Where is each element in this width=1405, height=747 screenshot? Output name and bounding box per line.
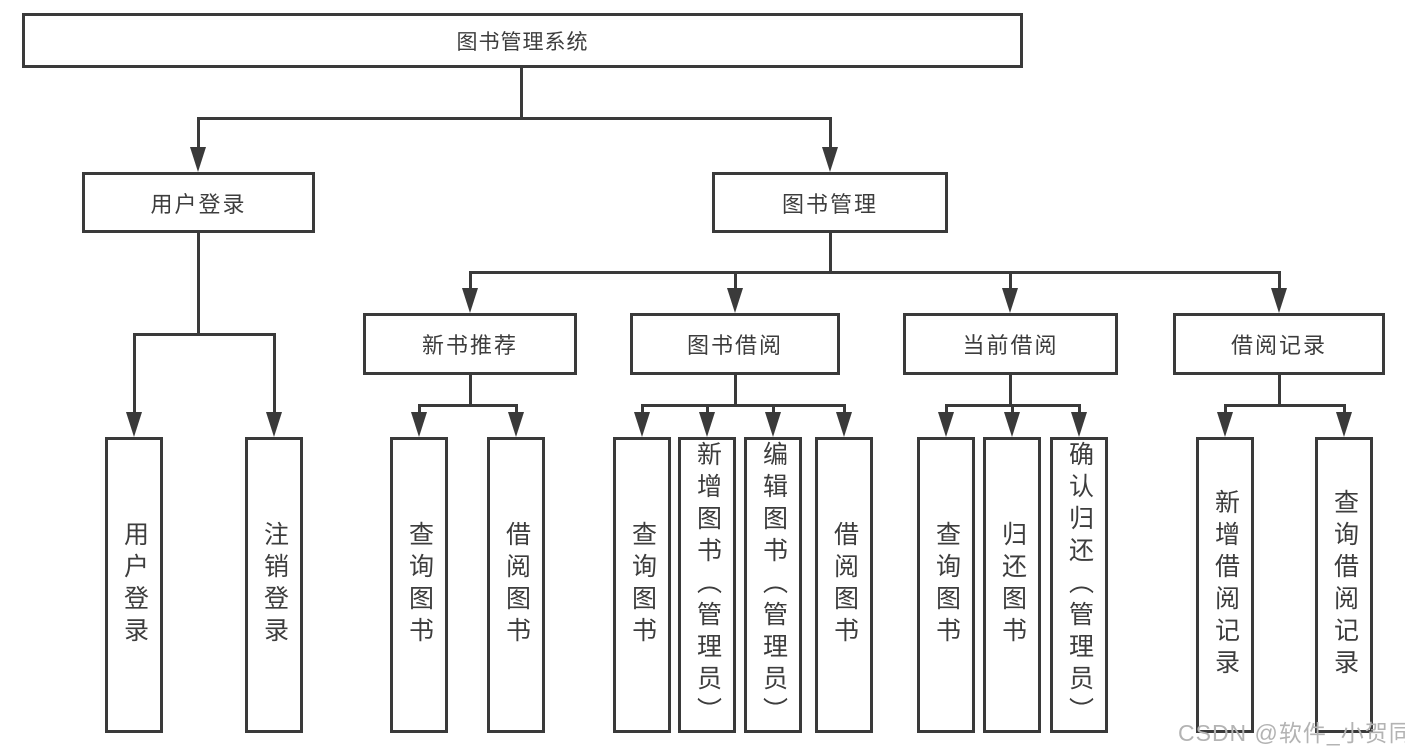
leaf-add-borrow-record: 新增借阅记录 [1196,437,1254,733]
connector-line [945,404,948,418]
arrowhead-down-icon [765,412,781,437]
arrowhead-down-icon [727,288,743,313]
leaf-query-books-current: 查询图书 [917,437,975,733]
connector-line [515,404,518,418]
leaf-query-books-borrowing: 查询图书 [613,437,671,733]
arrowhead-down-icon [411,412,427,437]
leaf-return-books: 归还图书 [983,437,1041,733]
arrowhead-down-icon [266,412,282,437]
node-book-borrowing: 图书借阅 [630,313,840,375]
connector-line [133,333,136,418]
arrowhead-down-icon [190,147,206,172]
leaf-query-books-recommend: 查询图书 [390,437,448,733]
arrowhead-down-icon [699,412,715,437]
arrowhead-down-icon [1217,412,1233,437]
node-new-book-recommendation: 新书推荐 [363,313,577,375]
connector-line [273,333,276,418]
connector-line [418,404,421,418]
connector-line [197,117,200,154]
leaf-user-login: 用户登录 [105,437,163,733]
connector-line [1011,404,1014,418]
arrowhead-down-icon [462,288,478,313]
connector-line [1343,404,1346,418]
arrowhead-down-icon [508,412,524,437]
connector-line [734,375,737,406]
connector-line [829,117,832,154]
arrowhead-down-icon [1336,412,1352,437]
leaf-confirm-return-admin: 确认归还（管理员） [1050,437,1108,733]
connector-line [1009,375,1012,406]
connector-line [469,375,472,406]
connector-line [1009,271,1012,293]
leaf-borrow-books-recommend: 借阅图书 [487,437,545,733]
arrowhead-down-icon [1002,288,1018,313]
connector-line [641,404,846,407]
connector-line [197,232,200,335]
arrowhead-down-icon [1071,412,1087,437]
node-borrowing-records: 借阅记录 [1173,313,1385,375]
connector-line [829,232,832,273]
node-user-login: 用户登录 [82,172,315,233]
leaf-edit-books-admin: 编辑图书（管理员） [744,437,802,733]
connector-line [469,271,472,293]
connector-line [133,333,275,336]
connector-line [641,404,644,418]
arrowhead-down-icon [938,412,954,437]
connector-line [1278,375,1281,406]
node-library-management-system: 图书管理系统 [22,13,1023,68]
connector-line [772,404,775,418]
arrowhead-down-icon [1271,288,1287,313]
connector-line [706,404,709,418]
node-book-management: 图书管理 [712,172,948,233]
node-current-borrowing: 当前借阅 [903,313,1118,375]
leaf-add-books-admin: 新增图书（管理员） [678,437,736,733]
connector-line [520,68,523,119]
arrowhead-down-icon [126,412,142,437]
connector-line [418,404,518,407]
arrowhead-down-icon [634,412,650,437]
arrowhead-down-icon [1004,412,1020,437]
arrowhead-down-icon [822,147,838,172]
connector-line [734,271,737,293]
connector-line [843,404,846,418]
leaf-borrow-books: 借阅图书 [815,437,873,733]
leaf-query-borrow-record: 查询借阅记录 [1315,437,1373,733]
leaf-logout: 注销登录 [245,437,303,733]
csdn-watermark: CSDN @软件_小贺同学 [1178,720,1405,746]
connector-line [197,117,832,120]
connector-line [1278,271,1281,293]
arrowhead-down-icon [836,412,852,437]
connector-line [1224,404,1227,418]
connector-line [1224,404,1346,407]
connector-line [469,271,1281,274]
connector-line [1078,404,1081,418]
